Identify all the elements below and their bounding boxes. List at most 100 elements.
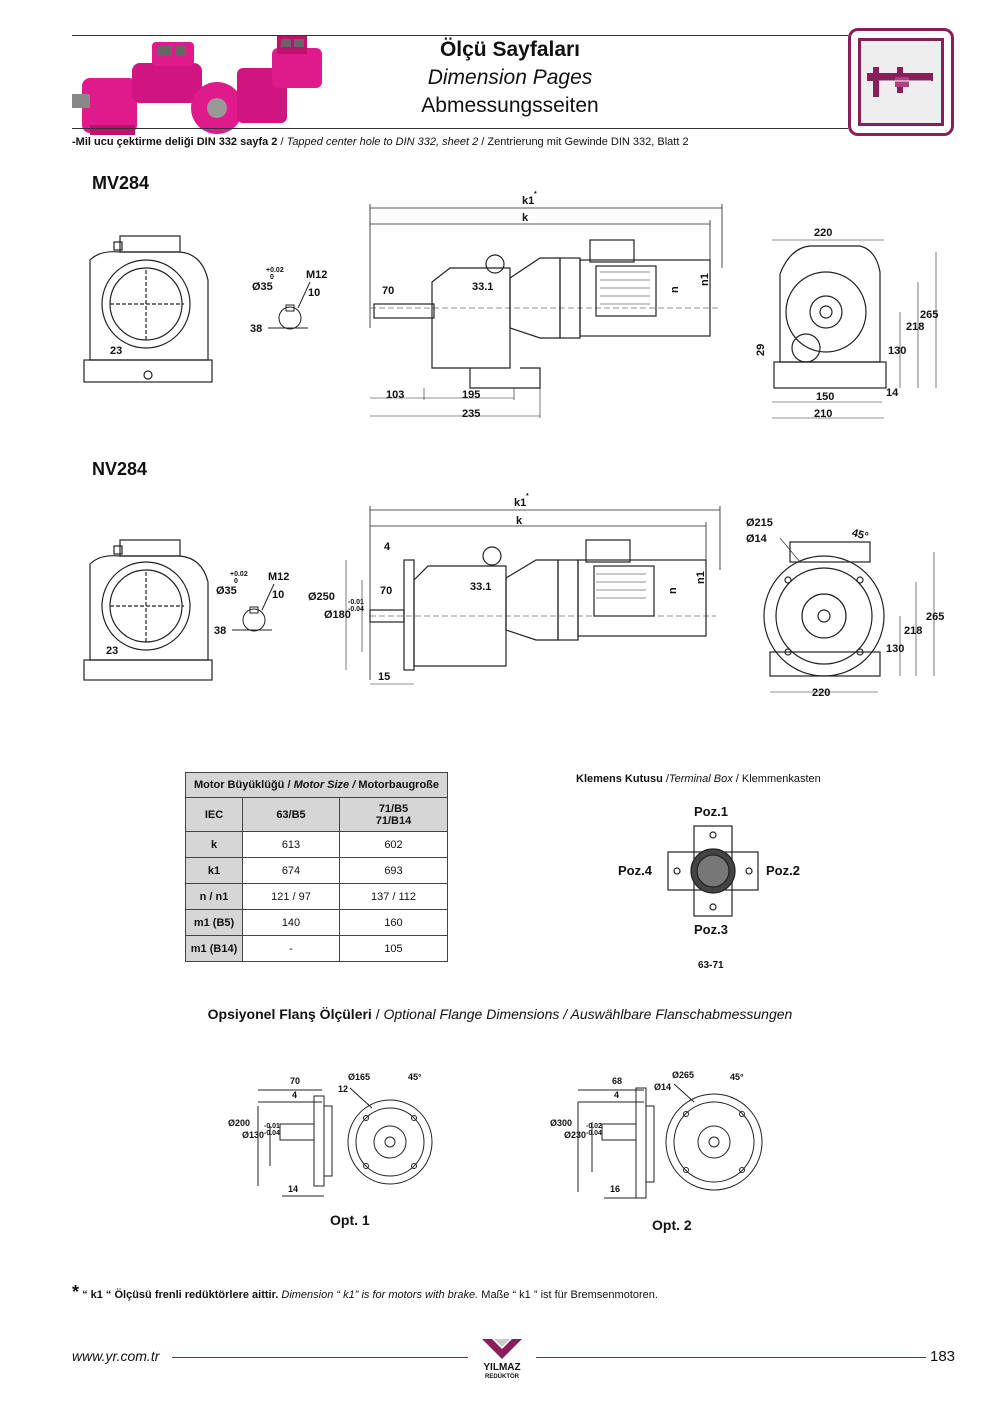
- opt-title-en: Optional Flange Dimensions / Auswählbare…: [383, 1006, 793, 1022]
- footnote-de: Maße “ k1 ” ist für Bremsenmotoren.: [481, 1289, 658, 1301]
- caption-en: Motor Size /: [293, 779, 356, 791]
- terminal-pos-1: Poz.1: [694, 804, 728, 819]
- note-sep: /: [280, 136, 284, 148]
- dim-265: 265: [920, 309, 938, 321]
- dim-14: 14: [886, 387, 899, 399]
- cell-value: 137 / 112: [338, 883, 449, 910]
- flange-opt2-drawing: 68 4 Ø300 Ø230 -0.02 -0.04 16 Ø265 Ø14 4…: [550, 1070, 763, 1199]
- dim-k1: k1: [522, 195, 534, 207]
- dim-d180: Ø180: [324, 609, 351, 621]
- cell-value: 602: [338, 831, 449, 858]
- dim-k1-star: *: [534, 191, 537, 198]
- opt2-dim-d265: Ø265: [672, 1070, 694, 1080]
- dim-m12: M12: [306, 269, 327, 281]
- cell-value: 160: [338, 909, 449, 936]
- cell-value: 693: [338, 857, 449, 884]
- row-label: k: [185, 831, 243, 858]
- opt1-dim-d130: Ø130: [242, 1130, 264, 1140]
- table-row: k1 674 693: [185, 857, 449, 884]
- col2-line2: 71/B14: [375, 814, 412, 827]
- terminal-pos-4: Poz.4: [618, 863, 653, 878]
- footer-url[interactable]: www.yr.com.tr: [72, 1348, 160, 1364]
- table-row: k 613 602: [185, 831, 449, 858]
- opt2-dim-d300: Ø300: [550, 1118, 572, 1128]
- page-number: 183: [930, 1348, 956, 1365]
- note-tr: -Mil ucu çektirme deliği DIN 332 sayfa 2: [72, 136, 278, 148]
- table-row: m1 (B5) 140 160: [185, 909, 449, 936]
- opt2-tol2: -0.04: [586, 1130, 602, 1137]
- yilmaz-logo: YILMAZ REDÜKTÖR: [474, 1337, 530, 1383]
- opt1-label: Opt. 1: [330, 1212, 370, 1228]
- dim-23: 23: [106, 645, 118, 657]
- dim-150: 150: [816, 391, 834, 403]
- nv284-side-view: k1 * k 4 Ø250 Ø180 -0.01 -0.04 70 33.1 n…: [308, 493, 721, 685]
- opt2-dim-16: 16: [610, 1184, 620, 1194]
- terminal-pos-3: Poz.3: [694, 922, 728, 937]
- opt2-label: Opt. 2: [652, 1217, 692, 1233]
- opt2-tol1: -0.02: [586, 1123, 602, 1130]
- opt1-angle-45: 45°: [408, 1072, 422, 1082]
- page-title-de: Abmessungsseiten: [421, 94, 599, 117]
- row-label: k1: [185, 857, 243, 884]
- dim-k1: k1: [514, 497, 526, 509]
- dim-23: 23: [110, 345, 122, 357]
- footnote-en: Dimension “ k1” is for motors with brake…: [281, 1289, 479, 1301]
- logo-brand: YILMAZ: [483, 1362, 521, 1373]
- mv284-side-view: k1 * k 70 33.1 n n1 103 195 235: [369, 191, 723, 420]
- dim-33-1: 33.1: [472, 281, 493, 293]
- dim-tol-lo: 0: [234, 578, 238, 585]
- dim-15: 15: [378, 671, 390, 683]
- dim-n: n: [669, 286, 681, 293]
- dim-n1: n1: [695, 571, 707, 584]
- dim-n: n: [667, 587, 679, 594]
- terminal-box-title: Klemens Kutusu /Terminal Box / Klemmenka…: [576, 773, 821, 785]
- brake-footnote: * “ k1 “ Ölçüsü frenli redüktörlere aitt…: [72, 1282, 658, 1303]
- row-label: n / n1: [185, 883, 243, 910]
- dim-k1-star: *: [526, 493, 529, 500]
- dim-38: 38: [250, 323, 262, 335]
- model-nv284: NV284: [92, 459, 148, 479]
- dim-tol2: -0.04: [348, 606, 364, 613]
- dim-130: 130: [888, 345, 906, 357]
- dim-tol-up: +0.02: [266, 267, 284, 274]
- dim-10: 10: [308, 287, 320, 299]
- mv284-shaft-detail: +0.02 0 Ø35 M12 10 38: [250, 267, 327, 335]
- opt1-tol1: -0.01: [264, 1123, 280, 1130]
- dim-235: 235: [462, 408, 480, 420]
- caption-de: Motorbaugroße: [358, 779, 440, 791]
- dim-70: 70: [382, 285, 394, 297]
- col2-line1: 71/B5: [378, 802, 409, 815]
- dim-33-1: 33.1: [470, 581, 491, 593]
- dim-d14: Ø14: [746, 533, 768, 545]
- nv284-shaft-detail: +0.02 0 Ø35 M12 10 38: [214, 571, 289, 637]
- cell-value: 140: [242, 909, 340, 936]
- table-header-iec: IEC: [185, 797, 243, 832]
- caliper-icon: [858, 38, 944, 126]
- note-de: Zentrierung mit Gewinde DIN 332, Blatt 2: [487, 136, 689, 148]
- dim-195: 195: [462, 389, 480, 401]
- dim-103: 103: [386, 389, 404, 401]
- opt2-dim-68: 68: [612, 1076, 622, 1086]
- opt1-dim-70: 70: [290, 1076, 300, 1086]
- opt1-dim-12: 12: [338, 1084, 348, 1094]
- dim-d215: Ø215: [746, 517, 773, 529]
- dim-k: k: [522, 212, 529, 224]
- dim-m12: M12: [268, 571, 289, 583]
- opt2-dim-d230: Ø230: [564, 1130, 586, 1140]
- row-label: m1 (B5): [185, 909, 243, 936]
- gearbox-photo-right: [191, 36, 322, 134]
- opt-title-tr: Opsiyonel Flanş Ölçüleri: [207, 1006, 372, 1022]
- center-hole-note: -Mil ucu çektirme deliği DIN 332 sayfa 2…: [72, 136, 689, 148]
- dim-angle-45: 45°: [850, 527, 869, 543]
- dim-tol-lo: 0: [270, 274, 274, 281]
- section-logo: [848, 28, 954, 136]
- dim-265: 265: [926, 611, 944, 623]
- opt1-tol2: -0.04: [264, 1130, 280, 1137]
- opt1-dim-14: 14: [288, 1184, 298, 1194]
- terminal-box-diagram: Poz.1 Poz.2 Poz.3 Poz.4 63-71: [618, 804, 800, 971]
- tb-title-en: Terminal Box: [668, 773, 733, 785]
- terminal-pos-2: Poz.2: [766, 863, 800, 878]
- nv284-flange-view: Ø215 Ø14 45° 265 218 130 220: [746, 517, 944, 699]
- dim-220: 220: [812, 687, 830, 699]
- dim-218: 218: [904, 625, 922, 637]
